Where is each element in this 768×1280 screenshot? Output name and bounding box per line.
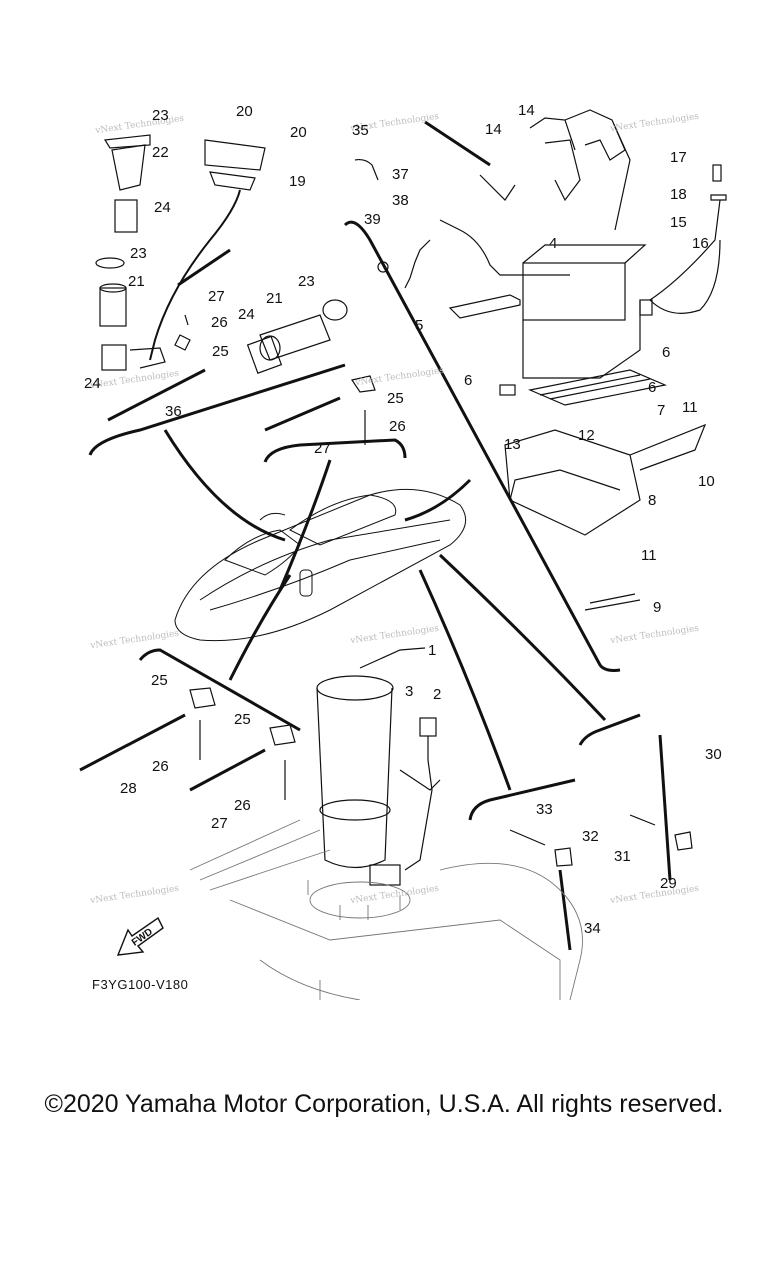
part-label: 31 [614, 848, 631, 865]
part-label: 6 [662, 344, 671, 361]
part-label: 10 [698, 473, 715, 490]
part-label: 11 [641, 547, 657, 564]
bracket-top-mid [263, 438, 407, 463]
part-label: 1 [428, 642, 437, 659]
part-label: 30 [705, 746, 722, 763]
diagram-reference-code: F3YG100-V180 [92, 977, 189, 992]
watercraft-hull [174, 488, 467, 642]
part-label: 27 [314, 440, 331, 457]
part-label: 14 [518, 102, 535, 119]
part-label: 24 [84, 375, 101, 392]
part-label: 26 [211, 314, 228, 331]
part-label: 24 [154, 199, 171, 216]
part-label: 34 [584, 920, 601, 937]
part-label: 21 [266, 290, 283, 307]
part-label: 18 [670, 186, 687, 203]
part-label: 9 [653, 599, 662, 616]
part-label: 29 [660, 875, 677, 892]
part-label: 22 [152, 144, 169, 161]
part-label: 15 [670, 214, 687, 231]
fasteners [79, 375, 693, 951]
part-label: 3 [405, 683, 414, 700]
part-label: 38 [392, 192, 409, 209]
part-label: 13 [504, 436, 521, 453]
battery-assembly [448, 109, 727, 611]
part-label: 4 [549, 235, 558, 252]
exploded-view-drawing [79, 109, 727, 1001]
part-label: 20 [290, 124, 307, 141]
part-label: 23 [130, 245, 147, 262]
fwd-arrow [116, 916, 164, 956]
part-label: 7 [657, 402, 666, 419]
bracket-bottom-left [138, 648, 301, 732]
part-label: 8 [648, 492, 657, 509]
part-label: 2 [433, 686, 442, 703]
bracket-right [343, 220, 621, 672]
part-label: 21 [128, 273, 145, 290]
part-label: 27 [208, 288, 225, 305]
part-label: 20 [236, 103, 253, 120]
part-label: 32 [582, 828, 599, 845]
part-label: 16 [692, 235, 709, 252]
part-label: 19 [289, 173, 306, 190]
part-label: 11 [682, 399, 698, 416]
battery-cables [354, 120, 570, 289]
part-label: 33 [536, 801, 553, 818]
part-label: 25 [387, 390, 404, 407]
part-label: 27 [211, 815, 228, 832]
parts-diagram: vNext Technologies vNext Technologies vN… [79, 102, 727, 1001]
part-label: 35 [352, 122, 369, 139]
copyright-notice: ©2020 Yamaha Motor Corporation, U.S.A. A… [44, 1090, 724, 1118]
part-label: 26 [389, 418, 406, 435]
bracket-top-left [88, 363, 346, 456]
fuel-pump-assembly [316, 647, 441, 886]
part-label: 6 [648, 379, 657, 396]
part-label: 25 [234, 711, 251, 728]
part-label: 39 [364, 211, 381, 228]
part-label: 12 [578, 427, 595, 444]
part-label: 25 [212, 343, 229, 360]
part-label: 5 [415, 317, 424, 334]
part-label: 36 [165, 403, 182, 420]
part-label: 24 [238, 306, 255, 323]
part-label: 14 [485, 121, 502, 138]
part-label: 23 [152, 107, 169, 124]
part-label: 6 [464, 372, 473, 389]
part-label: 26 [234, 797, 251, 814]
part-label: 37 [392, 166, 409, 183]
meter-assembly [95, 134, 348, 422]
part-label: 25 [151, 672, 168, 689]
bracket-bottom-mid [468, 778, 576, 821]
part-label: 23 [298, 273, 315, 290]
part-label: 17 [670, 149, 687, 166]
hull-floor [189, 819, 583, 1001]
bracket-bottom-right [578, 713, 641, 746]
part-label: 28 [120, 780, 137, 797]
part-label: 26 [152, 758, 169, 775]
